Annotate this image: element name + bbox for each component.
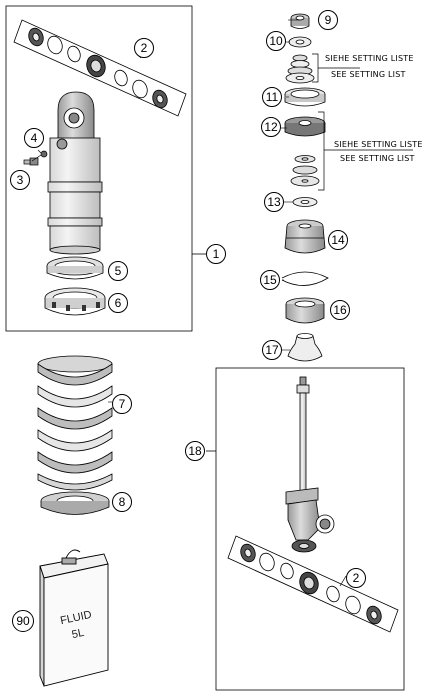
callout-11: 11 [262, 87, 282, 107]
callout-7: 7 [112, 394, 132, 414]
bleed-screw-and-washer [23, 150, 48, 166]
setting-note-top-de: SIEHE SETTING LISTE [325, 54, 414, 63]
callout-2: 2 [134, 38, 154, 58]
callout-16: 16 [330, 300, 350, 320]
callout-8: 8 [112, 492, 132, 512]
seal-kit-strip-bottom [227, 535, 399, 633]
callout-3: 3 [10, 170, 30, 190]
shock-spring [37, 355, 113, 491]
callout-1: 1 [206, 244, 226, 264]
callout-10: 10 [266, 31, 286, 51]
adjusting-nuts [44, 256, 106, 316]
callout-5: 5 [108, 261, 128, 281]
spring-retainer [40, 491, 110, 515]
fluid-can [39, 549, 109, 687]
callout-14: 14 [328, 230, 348, 250]
callout-13: 13 [264, 192, 284, 212]
setting-brackets [312, 53, 413, 191]
callout-18: 18 [185, 441, 205, 461]
seal-kit-strip-top [13, 19, 187, 117]
setting-note-top-en: SEE SETTING LIST [331, 70, 406, 79]
callout-17: 17 [262, 340, 282, 360]
leader-lines [37, 19, 300, 403]
setting-note-mid-de: SIEHE SETTING LISTE [334, 140, 423, 149]
callout-9: 9 [318, 10, 338, 30]
callout-6: 6 [108, 293, 128, 313]
top-valve-parts [281, 13, 329, 362]
damper-rod [285, 376, 335, 553]
shock-body [47, 91, 103, 255]
callout-4: 4 [24, 128, 44, 148]
shock-absorber-frame [5, 5, 206, 332]
callout-90: 90 [12, 610, 34, 632]
damper-rod-frame [206, 367, 405, 691]
callout-15: 15 [260, 270, 280, 290]
setting-note-mid-en: SEE SETTING LIST [340, 154, 415, 163]
callout-2-bottom: 2 [346, 568, 366, 588]
callout-12: 12 [261, 117, 281, 137]
